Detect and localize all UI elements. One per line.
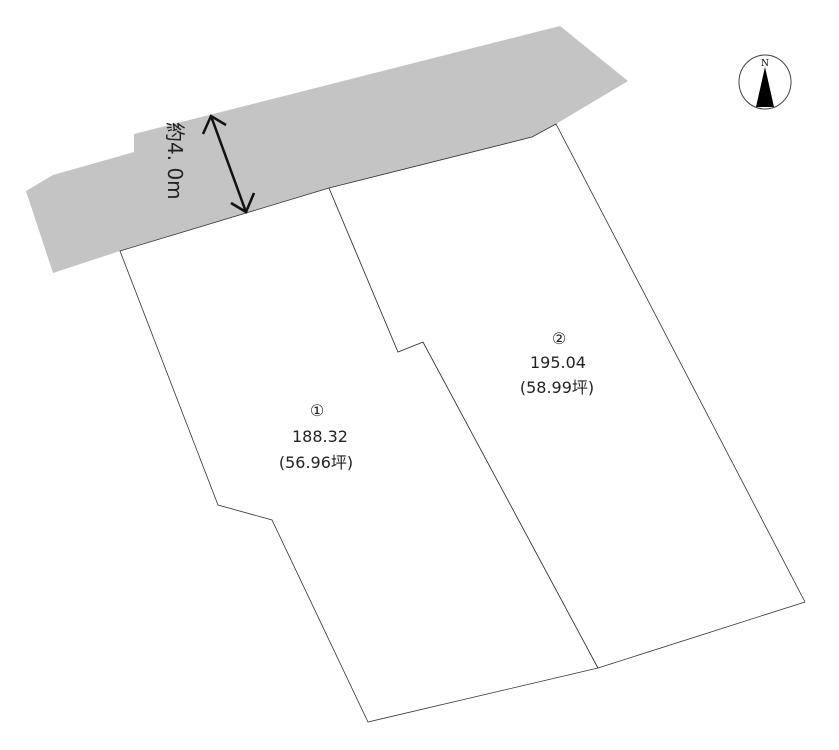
lot-1-area: 188.32 [292, 427, 348, 446]
lot-2-number: ② [552, 329, 566, 348]
lot-2 [328, 123, 806, 669]
lot-2-area: 195.04 [530, 353, 586, 372]
lot-2-tsubo: (58.99坪) [520, 378, 594, 397]
road-width-arrow [201, 114, 256, 214]
compass: N [738, 54, 792, 110]
compass-north-label: N [761, 59, 769, 69]
road [26, 26, 628, 273]
lot-1-number: ① [310, 401, 324, 420]
north-arrow-icon [756, 67, 774, 107]
lot-1-tsubo: (56.96坪) [279, 453, 353, 472]
road-width-label: 約4. 0m [163, 122, 187, 200]
